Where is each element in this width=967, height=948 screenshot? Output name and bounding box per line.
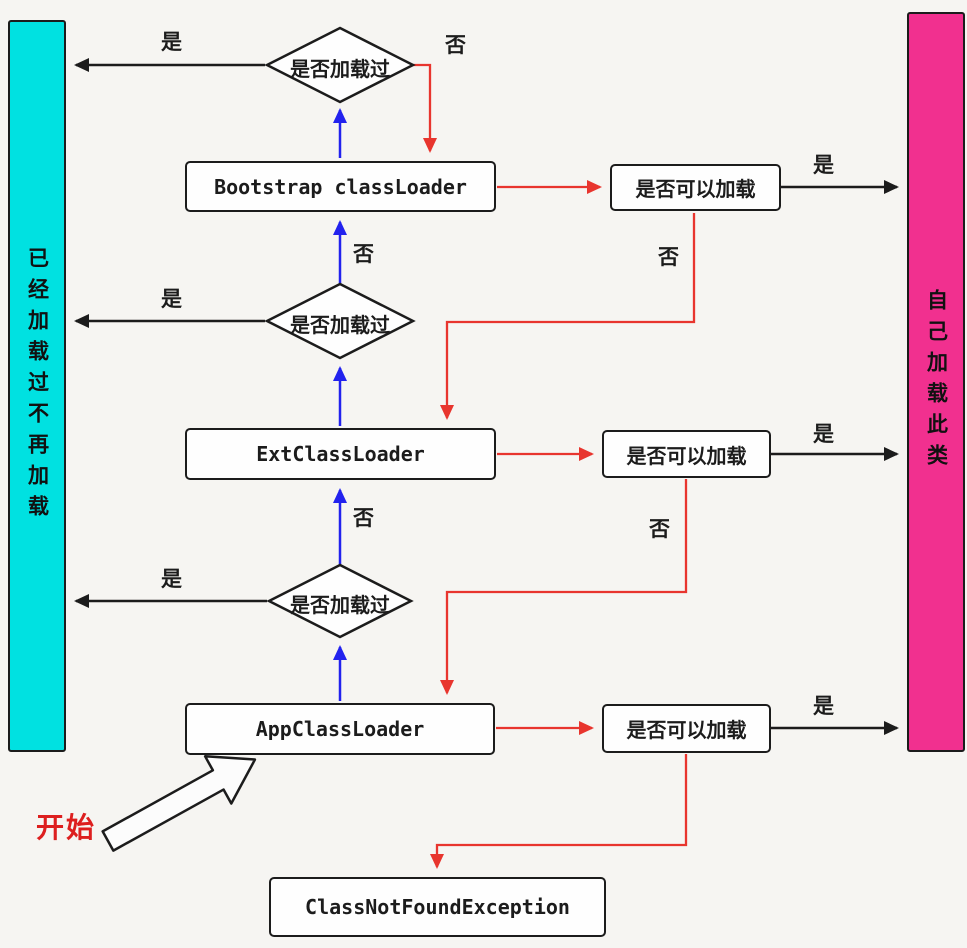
- start-block-arrow: [101, 755, 257, 852]
- already-loaded-bar: 已经加载过不再加载: [8, 20, 66, 752]
- label-yes-left-1: 是: [161, 31, 182, 54]
- label-yes-left-3: 是: [161, 568, 182, 591]
- node-bootstrap-classloader: Bootstrap classLoader: [185, 161, 496, 212]
- node-ext-classloader: ExtClassLoader: [185, 428, 496, 480]
- diamond-loaded-check-2: [264, 282, 416, 360]
- self-load-bar-text: 自己加载此类: [924, 289, 948, 475]
- edge-no-check1-to-ext: [440, 213, 696, 420]
- label-yes-left-2: 是: [161, 288, 182, 311]
- already-loaded-bar-text: 已经加载过不再加载: [25, 246, 49, 526]
- label-yes-right-2: 是: [813, 423, 834, 446]
- label-yes-right-1: 是: [813, 154, 834, 177]
- edge-check3-to-exception: [430, 754, 688, 869]
- label-no-top: 否: [445, 34, 466, 57]
- start-label: 开始: [36, 812, 97, 843]
- diamond-label-3: 是否加载过: [290, 595, 390, 617]
- node-can-load-check-1: 是否可以加载: [610, 164, 781, 211]
- label-yes-right-3: 是: [813, 695, 834, 718]
- node-can-load-check-2: 是否可以加载: [602, 430, 771, 478]
- label-no-delegate-1: 否: [353, 243, 374, 266]
- edge-no-diamond1-to-bootstrap: [413, 63, 437, 153]
- node-app-classloader: AppClassLoader: [185, 703, 495, 755]
- node-classnotfound-exception: ClassNotFoundException: [269, 877, 606, 937]
- diamond-label-2: 是否加载过: [290, 315, 390, 337]
- label-no-delegate-2: 否: [353, 507, 374, 530]
- diamond-loaded-check-1: [264, 26, 416, 104]
- diamond-loaded-check-3: [266, 563, 414, 639]
- diamond-label-1: 是否加载过: [290, 59, 390, 81]
- edge-no-check2-to-app: [440, 479, 688, 695]
- node-can-load-check-3: 是否可以加载: [602, 704, 771, 753]
- label-no-check-2: 否: [649, 518, 670, 541]
- label-no-check-1: 否: [658, 246, 679, 269]
- self-load-bar: 自己加载此类: [907, 12, 965, 752]
